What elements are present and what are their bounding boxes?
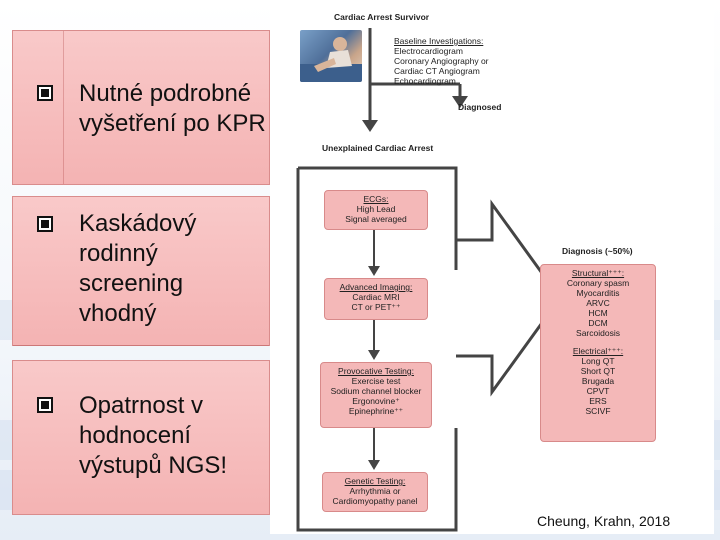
citation: Cheung, Krahn, 2018 bbox=[537, 513, 671, 529]
ecg-box: ECGs: High Lead Signal averaged bbox=[324, 190, 428, 230]
electrical-item: Long QT bbox=[581, 356, 615, 366]
electrical-item: Short QT bbox=[580, 366, 616, 376]
electrical-item: Brugada bbox=[581, 376, 615, 386]
electrical-item: SCIVF bbox=[585, 406, 611, 416]
genetic-item: Cardiomyopathy panel bbox=[332, 496, 418, 506]
panel-divider bbox=[63, 31, 64, 184]
genetic-title: Genetic Testing: bbox=[344, 476, 406, 486]
diagnosis-box: Structural⁺⁺⁺: Coronary spasm Myocarditi… bbox=[540, 264, 656, 442]
provocative-box: Provocative Testing: Exercise test Sodiu… bbox=[320, 362, 432, 428]
provocative-item: Exercise test bbox=[351, 376, 401, 386]
baseline-item: Cardiac CT Angiogram bbox=[394, 66, 480, 76]
imaging-title: Advanced Imaging: bbox=[339, 282, 413, 292]
bullet-panel-1: Nutné podrobné vyšetření po KPR bbox=[12, 30, 270, 185]
electrical-item: CPVT bbox=[586, 386, 610, 396]
panel-divider bbox=[13, 345, 269, 346]
bullet-text-3: Opatrnost v hodnocení výstupů NGS! bbox=[79, 392, 228, 479]
diagnostic-flowchart: Cardiac Arrest Survivor bbox=[270, 8, 714, 534]
bullet-square-icon bbox=[37, 397, 53, 413]
electrical-item: ERS bbox=[589, 396, 607, 406]
structural-title: Structural⁺⁺⁺: bbox=[571, 268, 625, 278]
bullet-square-icon bbox=[37, 85, 53, 101]
structural-item: ARVC bbox=[586, 298, 610, 308]
ecg-item: High Lead bbox=[356, 204, 396, 214]
structural-item: DCM bbox=[588, 318, 608, 328]
survivor-label: Cardiac Arrest Survivor bbox=[334, 12, 430, 22]
bullet-square-icon bbox=[37, 216, 53, 232]
cpr-photo-illustration bbox=[300, 37, 362, 82]
provocative-title: Provocative Testing: bbox=[338, 366, 414, 376]
ecg-title: ECGs: bbox=[363, 194, 389, 204]
cpr-photo bbox=[300, 30, 362, 82]
unexplained-label: Unexplained Cardiac Arrest bbox=[322, 143, 434, 153]
imaging-box: Advanced Imaging: Cardiac MRI CT or PET⁺… bbox=[324, 278, 428, 320]
electrical-title: Electrical⁺⁺⁺: bbox=[572, 346, 624, 356]
provocative-item: Sodium channel blocker bbox=[330, 386, 422, 396]
structural-item: Sarcoidosis bbox=[576, 328, 620, 338]
baseline-title: Baseline Investigations: bbox=[394, 36, 484, 46]
baseline-block: Baseline Investigations: Electrocardiogr… bbox=[394, 36, 489, 86]
structural-item: Myocarditis bbox=[576, 288, 620, 298]
baseline-item: Electrocardiogram bbox=[394, 46, 463, 56]
baseline-item: Coronary Angiography or bbox=[394, 56, 489, 66]
bullet-panel-2: Kaskádový rodinný screening vhodný bbox=[12, 196, 270, 346]
ecg-item: Signal averaged bbox=[345, 214, 407, 224]
genetic-box: Genetic Testing: Arrhythmia or Cardiomyo… bbox=[322, 472, 428, 512]
structural-item: HCM bbox=[588, 308, 608, 318]
provocative-item: Ergonovine⁺ bbox=[352, 396, 400, 406]
bullet-text-1: Nutné podrobné vyšetření po KPR bbox=[79, 80, 266, 137]
imaging-item: CT or PET⁺⁺ bbox=[351, 302, 401, 312]
diagnosis-arrow bbox=[454, 168, 458, 240]
diagnosis-label: Diagnosis (~50%) bbox=[562, 246, 633, 256]
genetic-item: Arrhythmia or bbox=[349, 486, 401, 496]
provocative-item: Epinephrine⁺⁺ bbox=[348, 406, 404, 416]
diagnosed-label: Diagnosed bbox=[458, 102, 502, 112]
bullet-text-2: Kaskádový rodinný screening vhodný bbox=[79, 210, 197, 327]
structural-item: Coronary spasm bbox=[566, 278, 630, 288]
baseline-item: Echocardiogram bbox=[394, 76, 456, 86]
imaging-item: Cardiac MRI bbox=[352, 292, 400, 302]
section-spacer bbox=[541, 338, 655, 346]
bullet-panel-3: Opatrnost v hodnocení výstupů NGS! bbox=[12, 360, 270, 515]
